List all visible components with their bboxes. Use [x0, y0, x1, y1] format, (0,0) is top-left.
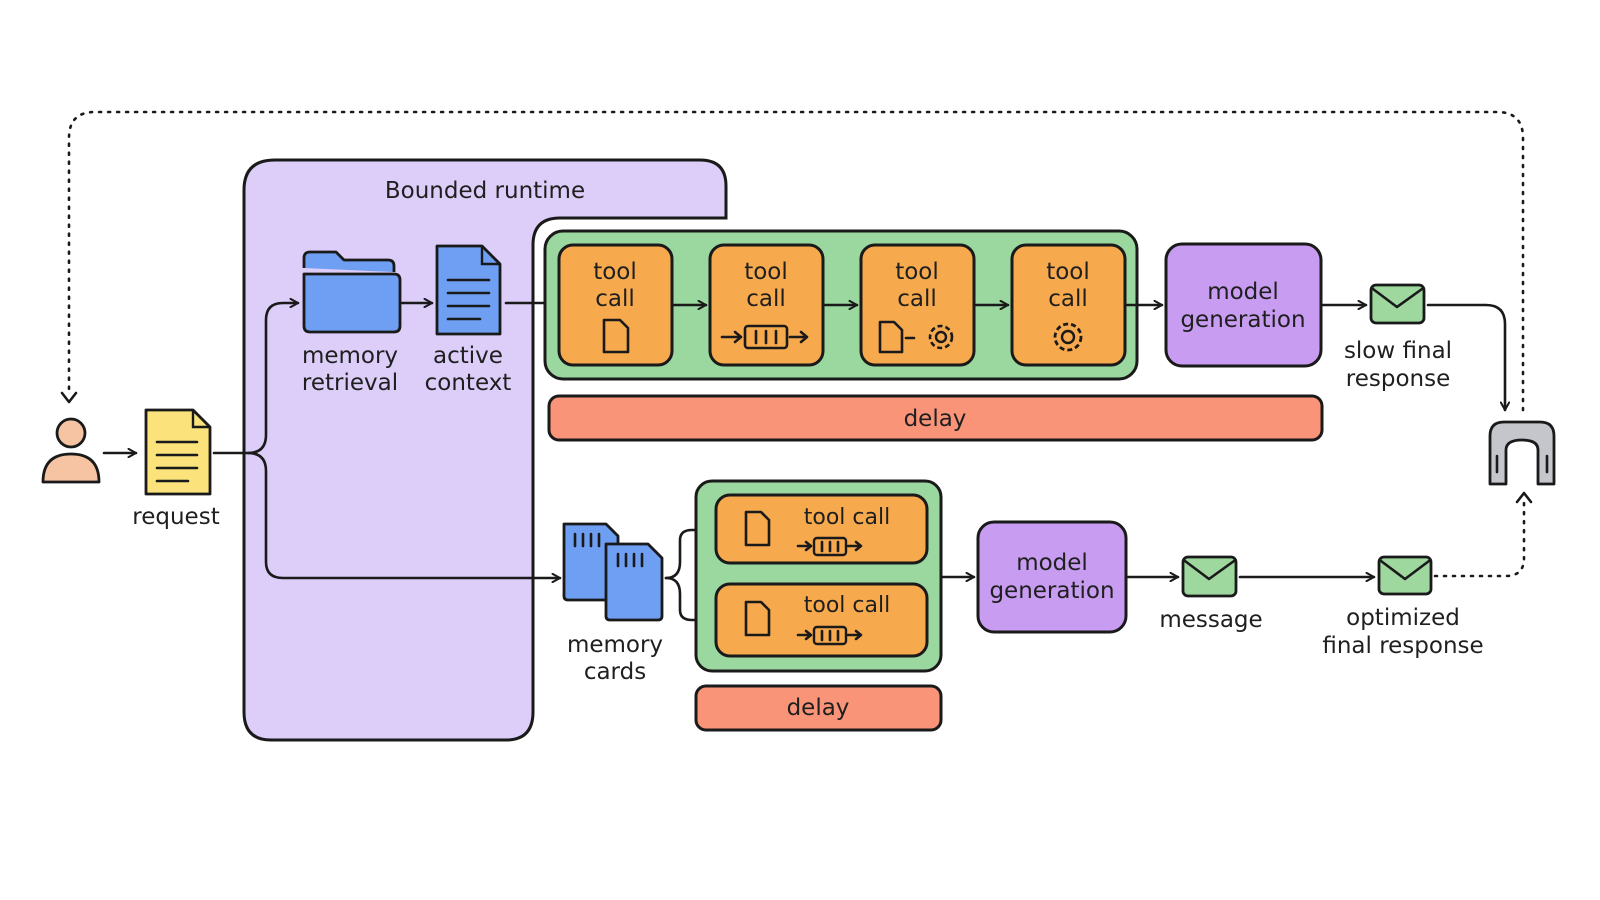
- optimized-arrowhead-up: [1515, 491, 1533, 504]
- memory-cards-label-line1: memory: [567, 632, 663, 658]
- slow-tool-call-2-line1: tool: [744, 259, 788, 285]
- slow-delay-label: delay: [904, 406, 967, 432]
- slow-tool-call-3-line1: tool: [895, 259, 939, 285]
- optimized-response-label-line1: optimized: [1346, 605, 1460, 631]
- fast-tool-call-1-label: tool call: [804, 505, 890, 530]
- slow-response-label-line2: response: [1346, 366, 1450, 392]
- document-icon: [744, 600, 771, 637]
- active-context-document-icon: [435, 244, 502, 336]
- document-icon: [602, 318, 630, 354]
- optimized-response-label-line2: final response: [1322, 633, 1483, 659]
- memory-card-icon: [562, 522, 664, 622]
- feedback-arrowhead-down: [60, 391, 78, 404]
- branch-from-request: [212, 303, 300, 455]
- slow-tool-call-4: tool call: [1010, 243, 1127, 367]
- slow-tool-call-4-line2: call: [1048, 286, 1088, 312]
- slow-model-generation: model generation: [1164, 242, 1323, 368]
- message-label: message: [1159, 607, 1262, 633]
- queue-icon: [796, 536, 863, 557]
- feedback-loop-line: [67, 110, 1525, 412]
- document-icon: [744, 510, 771, 547]
- branch-to-memory-cards: [246, 451, 562, 578]
- fast-tool-call-1: tool call: [714, 493, 929, 565]
- fast-tool-call-2-label: tool call: [804, 593, 890, 618]
- folder-icon: [302, 250, 402, 334]
- fast-delay-label: delay: [787, 695, 850, 721]
- envelope-icon: [1369, 283, 1426, 325]
- dotted-arrow-optimized-to-gate: [1433, 498, 1526, 578]
- arrow-slow-response-to-gate: [1426, 303, 1505, 412]
- envelope-icon: [1377, 555, 1433, 596]
- slow-model-line1: model: [1207, 279, 1279, 305]
- queue-icon: [720, 324, 809, 350]
- user-icon: [41, 417, 101, 484]
- slow-tool-call-3-line2: call: [897, 286, 937, 312]
- fast-model-line2: generation: [989, 578, 1114, 604]
- gear-icon: [1053, 322, 1083, 352]
- queue-icon: [796, 625, 863, 646]
- slow-tool-call-3: tool call: [859, 243, 976, 367]
- fast-delay-bar: delay: [694, 684, 943, 732]
- fast-model-line1: model: [1016, 550, 1088, 576]
- memory-retrieval-label-line1: memory: [302, 343, 398, 369]
- fork-to-fast-tool-2: [664, 576, 714, 620]
- fork-to-fast-tool-1: [664, 530, 714, 580]
- slow-tool-call-2-line2: call: [746, 286, 786, 312]
- memory-cards-label-line2: cards: [584, 659, 646, 685]
- active-context-label-line2: context: [425, 370, 512, 396]
- active-context-label-line1: active: [433, 343, 503, 369]
- bounded-runtime-title: Bounded runtime: [385, 178, 585, 204]
- slow-model-line2: generation: [1180, 307, 1305, 333]
- slow-tool-call-1-line1: tool: [593, 259, 637, 285]
- slow-response-label-line1: slow final: [1344, 338, 1452, 364]
- document-gear-icon: [878, 320, 954, 354]
- slow-tool-call-1-line2: call: [595, 286, 635, 312]
- memory-retrieval-label-line2: retrieval: [302, 370, 398, 396]
- request-label: request: [132, 504, 219, 530]
- fast-model-generation: model generation: [976, 520, 1128, 634]
- request-document-icon: [144, 408, 212, 496]
- slow-tool-call-1: tool call: [557, 243, 674, 367]
- envelope-icon: [1181, 555, 1238, 598]
- slow-tool-call-4-line1: tool: [1046, 259, 1090, 285]
- slow-tool-call-2: tool call: [708, 243, 825, 367]
- fast-tool-call-2: tool call: [714, 582, 929, 658]
- slow-delay-bar: delay: [547, 394, 1324, 442]
- gate-icon: [1488, 420, 1556, 486]
